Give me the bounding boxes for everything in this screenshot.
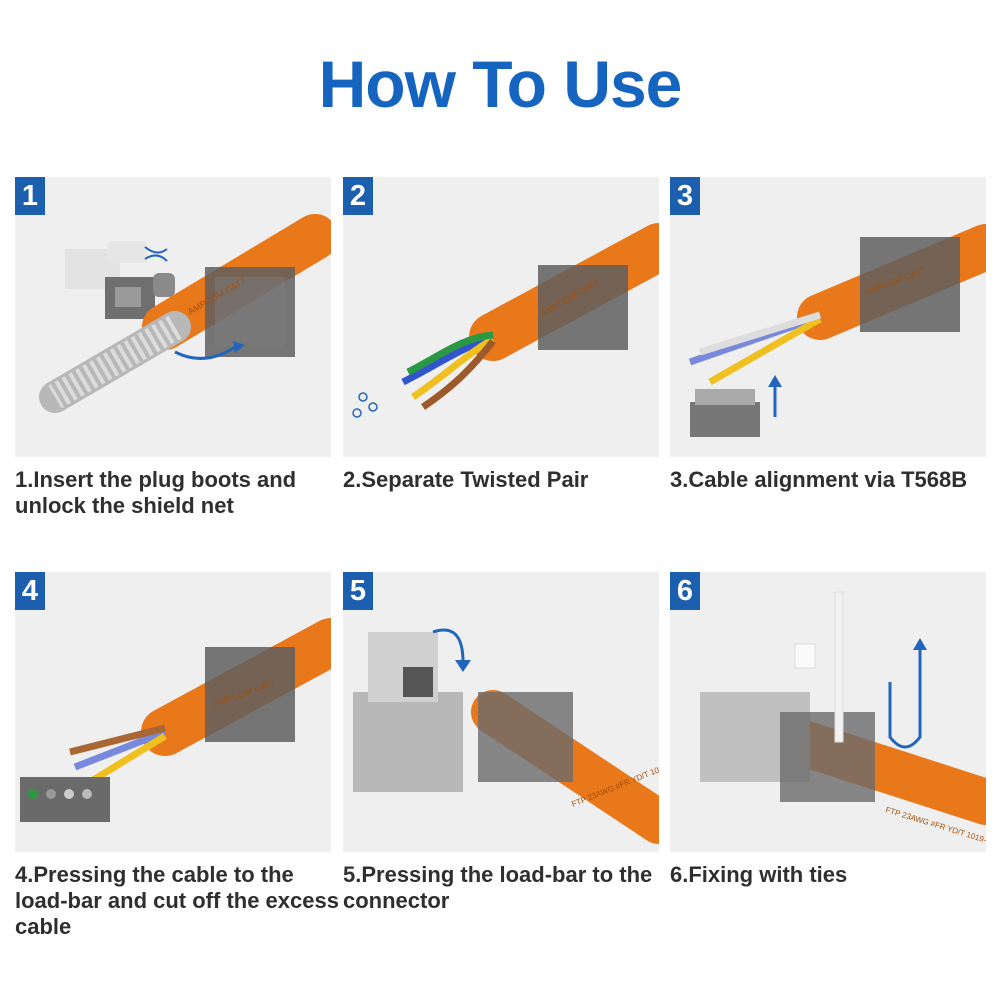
step-1-caption: 1.Insert the plug boots and unlock the s…	[15, 467, 297, 518]
keystone-housing	[780, 712, 875, 802]
step-1-badge: 1	[15, 177, 45, 215]
step-6-caption: 6.Fixing with ties	[670, 862, 848, 887]
load-bar	[690, 389, 760, 437]
plug-boot	[105, 273, 175, 319]
step-6-badge: 6	[670, 572, 700, 610]
step-3-caption: 3.Cable alignment via T568B	[670, 467, 968, 492]
step-5-image: FTP 23AWG #FR YD/T 1019-20 5	[343, 572, 659, 852]
page-title: How To Use	[318, 47, 683, 121]
step-5-badge: 5	[343, 572, 373, 610]
step-4-caption: 4.Pressing the cable to the load-bar and…	[15, 862, 339, 939]
keystone-housing	[205, 647, 295, 742]
step-2-image: AMPCOM CAT7 2	[343, 177, 659, 457]
keystone-housing	[478, 692, 573, 782]
step-1-image: AMPCOM CAT7 1	[15, 177, 331, 457]
step-6-image: FTP 23AWG #FR YD/T 1019-20 6	[670, 572, 986, 852]
step-2-badge: 2	[343, 177, 373, 215]
step-3-image: AMPCOM CAT7 3	[670, 177, 986, 457]
keystone-housing	[860, 237, 960, 332]
cable-tie	[794, 591, 844, 743]
step-2-caption: 2.Separate Twisted Pair	[343, 467, 589, 492]
step-3-badge: 3	[670, 177, 700, 215]
load-bar	[20, 777, 110, 822]
metal-connector	[353, 632, 463, 792]
keystone-housing	[538, 265, 628, 350]
step-4-image: AMPCOM CAT7 4	[15, 572, 331, 852]
step-5-caption: 5.Pressing the load-bar to the connector	[343, 862, 653, 913]
step-4-badge: 4	[15, 572, 45, 610]
keystone-housing	[205, 267, 295, 357]
